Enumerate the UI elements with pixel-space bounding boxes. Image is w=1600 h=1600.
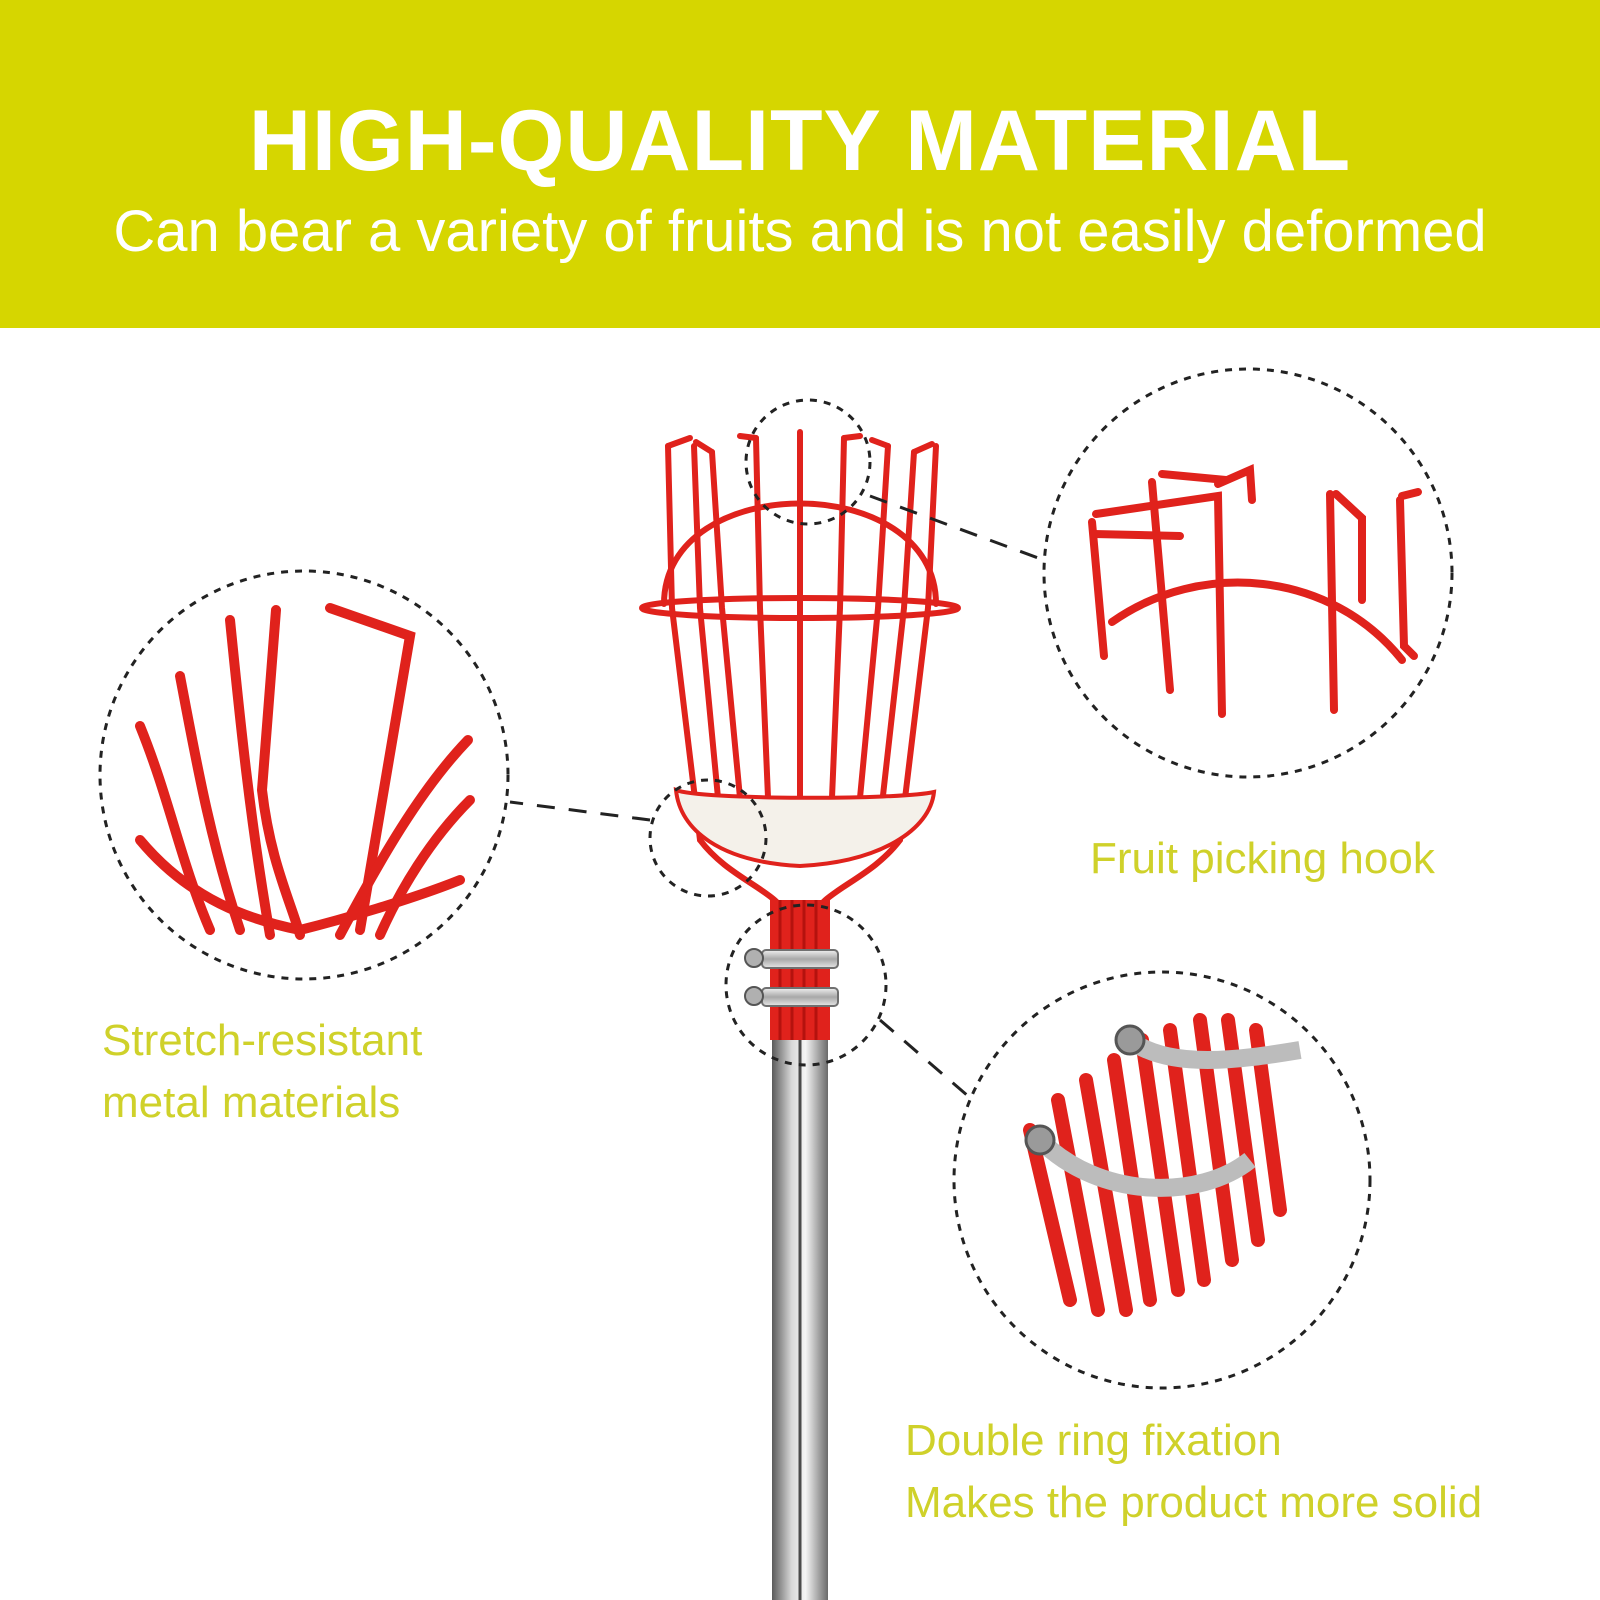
callout-ring-line1: Double ring fixation [905,1416,1282,1465]
zoom-circle-hooks [1042,367,1454,779]
telescopic-pole [772,1030,828,1600]
callout-ring-line2: Makes the product more solid [905,1478,1483,1527]
connector-lines [509,494,1061,1098]
picker-basket [639,429,961,923]
header-banner: HIGH-QUALITY MATERIAL Can bear a variety… [0,0,1600,328]
subheadline: Can bear a variety of fruits and is not … [113,199,1487,264]
callout-stretch-resistant: Stretch-resistant metal materials [102,1010,422,1134]
basket-cushion [673,786,937,869]
callout-stretch-line1: Stretch-resistant [102,1016,423,1065]
callout-hook-line1: Fruit picking hook [1090,834,1435,883]
callout-stretch-line2: metal materials [102,1078,401,1127]
wire-bundle-neck [744,900,839,1040]
clamp-bands [1033,1032,1302,1197]
focus-markers [648,398,888,1067]
headline: HIGH-QUALITY MATERIAL [248,93,1352,189]
zoom-circle-wires [98,569,510,981]
callout-fruit-hook: Fruit picking hook [1090,828,1435,890]
callout-double-ring: Double ring fixation Makes the product m… [905,1410,1482,1534]
zoom-circle-clamps [952,970,1372,1390]
